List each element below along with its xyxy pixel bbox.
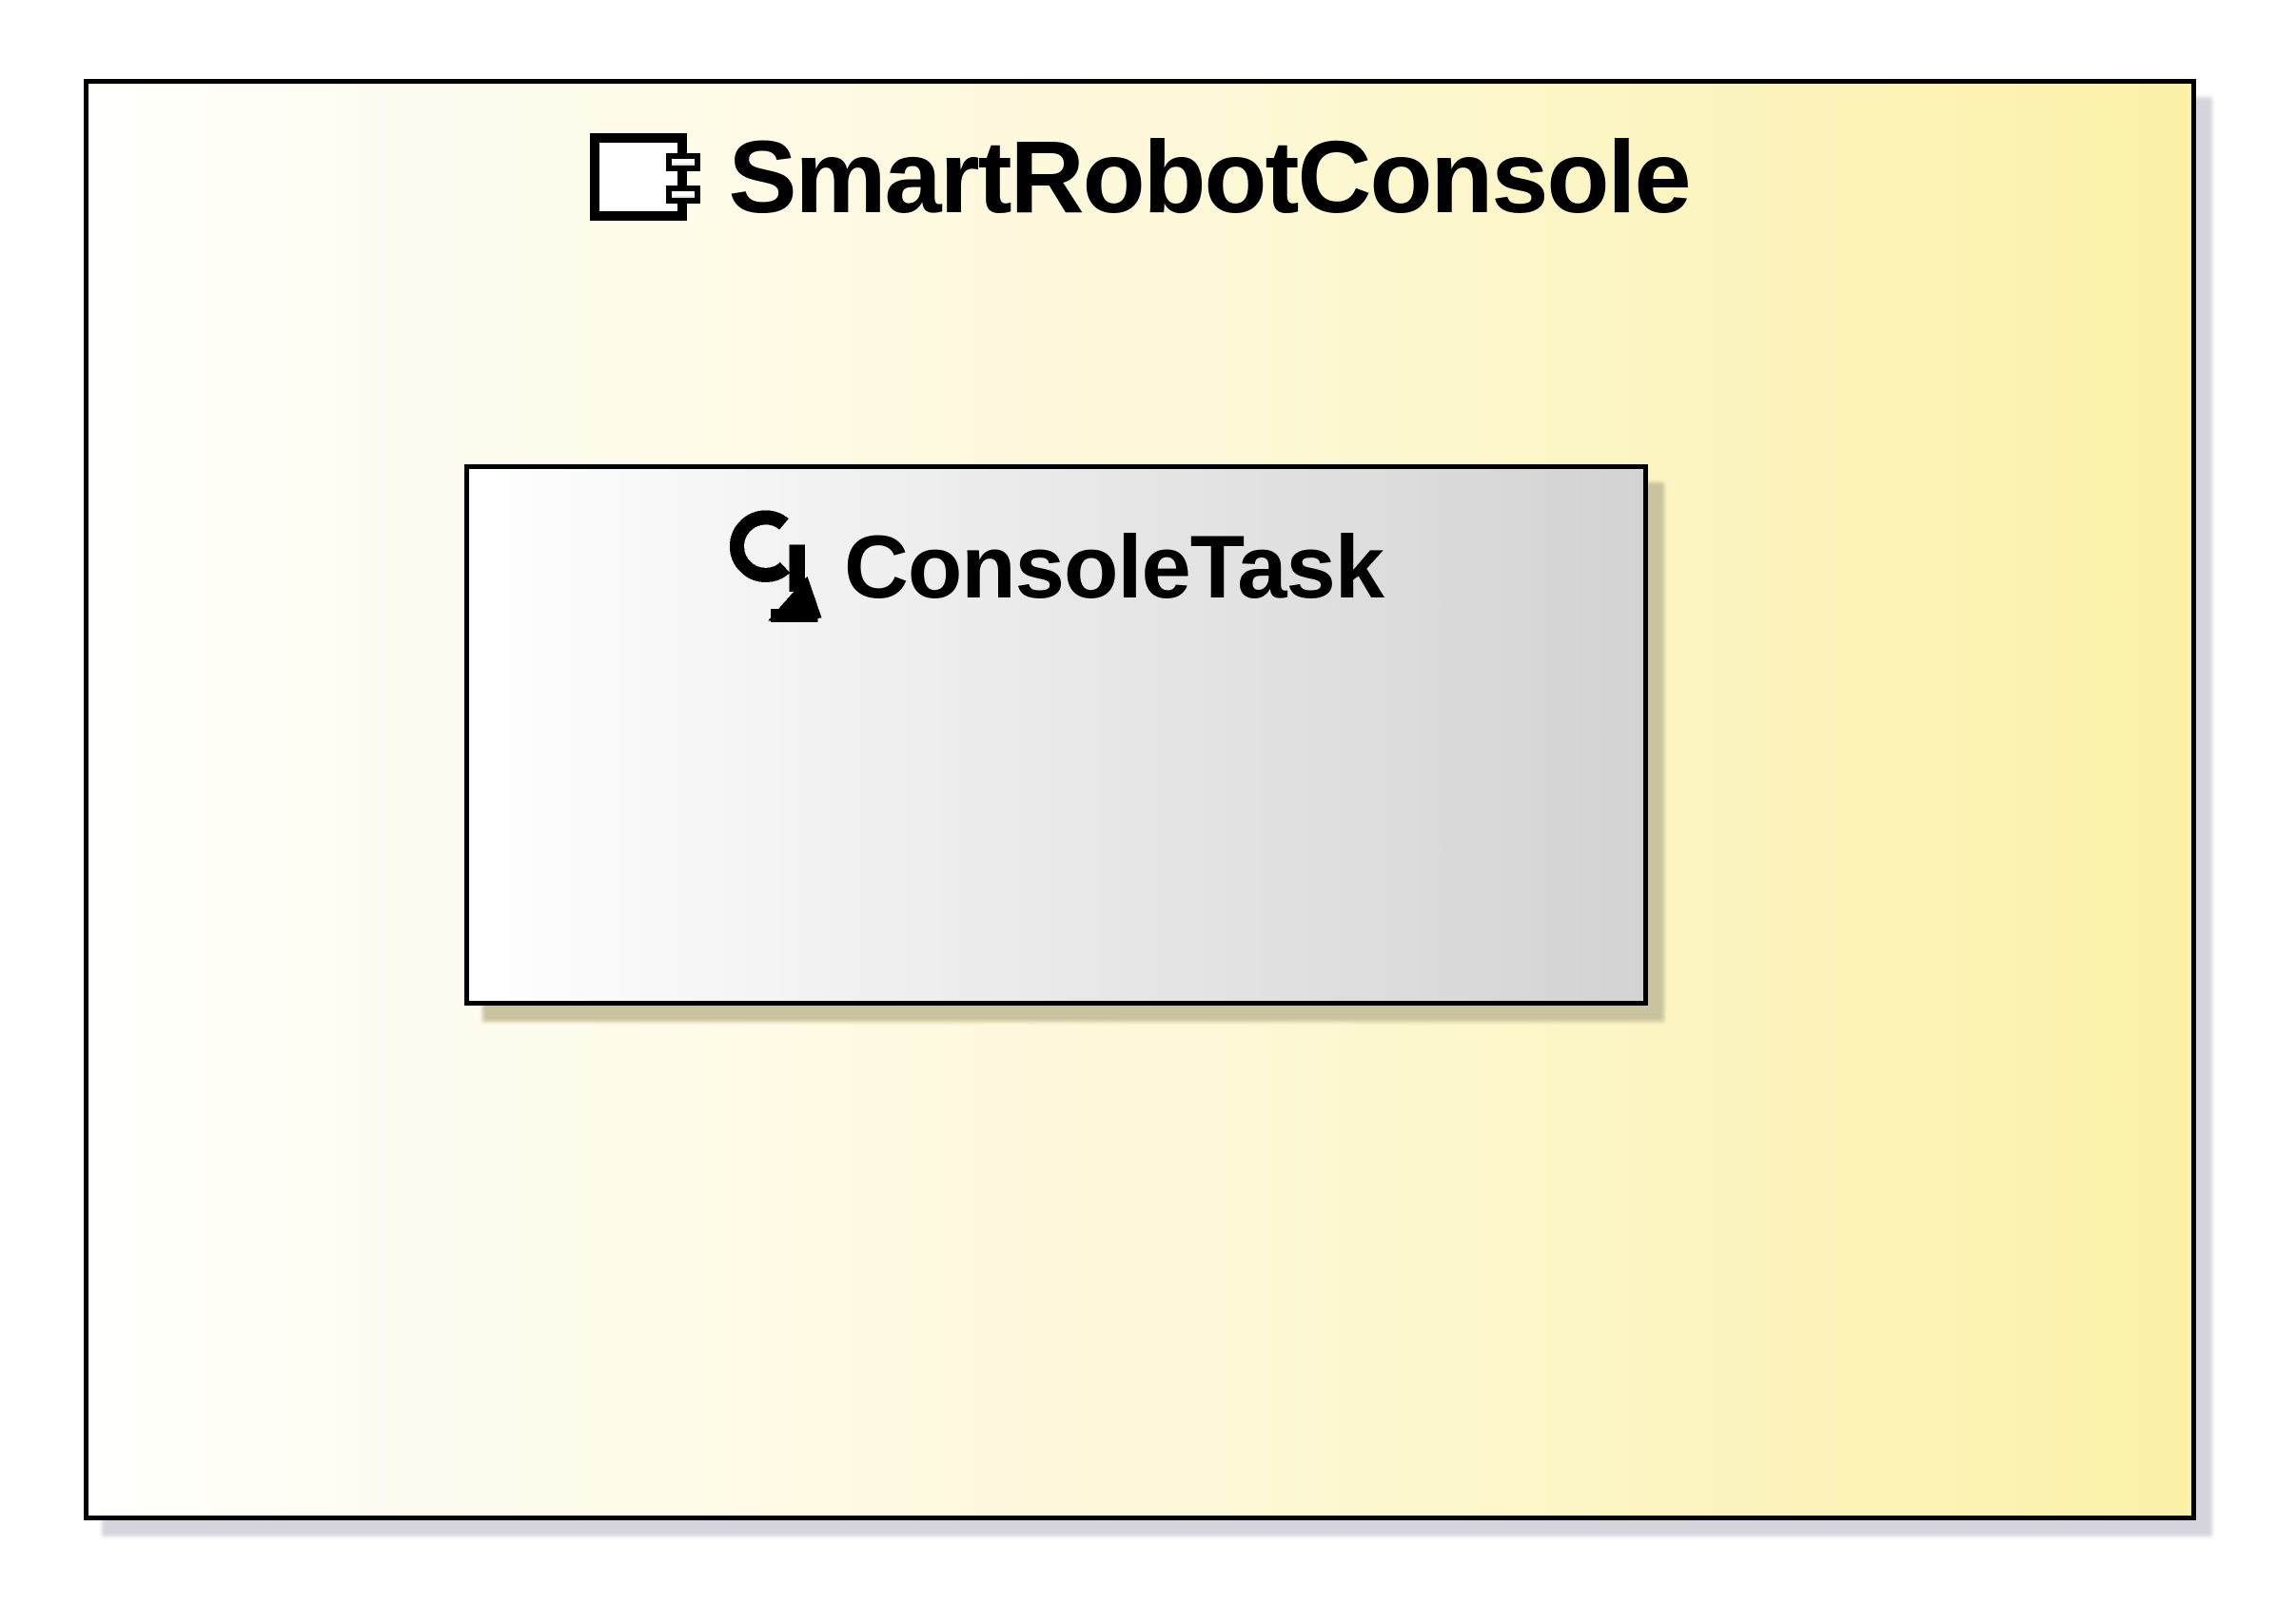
task-title-row: ConsoleTask xyxy=(469,504,1643,630)
component-box-smartrobotconsole[interactable]: SmartRobotConsole ConsoleTask xyxy=(84,79,2196,1520)
circular-task-arrow-icon xyxy=(729,510,822,622)
task-box-consoletask[interactable]: ConsoleTask xyxy=(464,464,1648,1006)
uml-component-icon xyxy=(590,133,701,222)
component-title-row: SmartRobotConsole xyxy=(88,118,2191,236)
task-name-label: ConsoleTask xyxy=(843,516,1384,616)
component-name-label: SmartRobotConsole xyxy=(728,119,1691,234)
